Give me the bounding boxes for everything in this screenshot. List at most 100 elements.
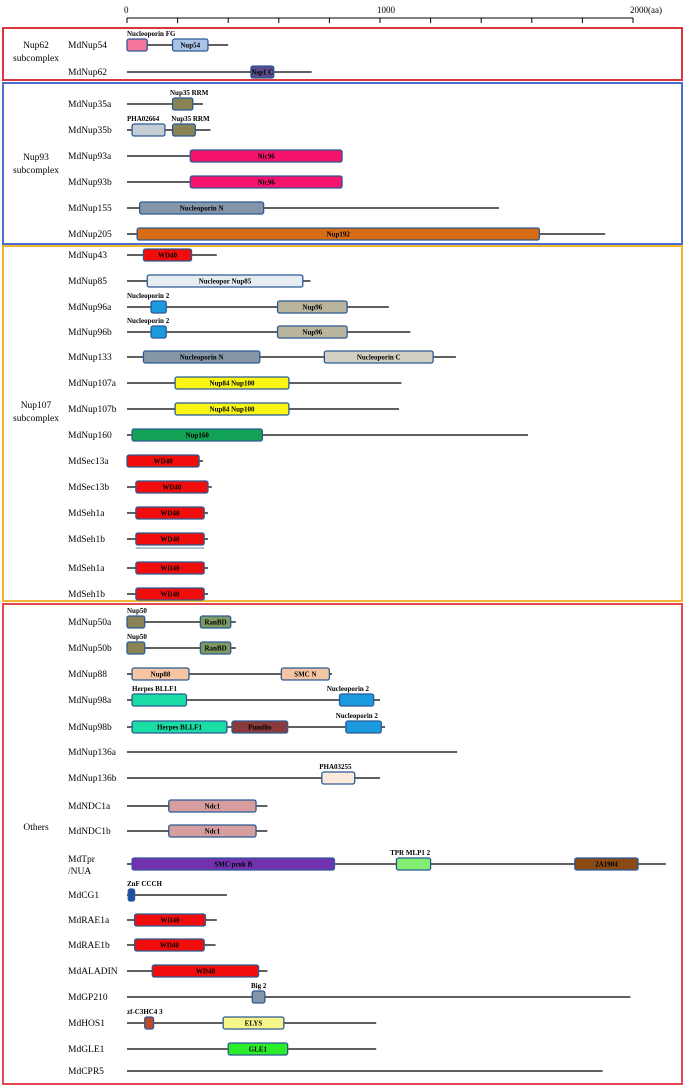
domain-annotation: zf-C3HC4 3 [127, 1008, 163, 1016]
domain-box [276, 325, 348, 339]
protein-row: MdNDC1a Ndc1 [68, 799, 268, 813]
domain-box [280, 667, 331, 681]
domain-box [222, 1016, 285, 1030]
protein-name: MdNup35a [68, 100, 112, 110]
domain-label: Nucleoporin N [180, 205, 224, 213]
domain-label: GLE1 [249, 1046, 268, 1054]
domain-label: Nup160 [186, 432, 210, 440]
protein-name: MdNup35b [68, 126, 112, 136]
domain-label: Herpes BLLF1 [157, 724, 202, 732]
domain-box [174, 402, 290, 416]
protein-name: MdNup96a [68, 303, 112, 313]
domain-label: Nup96 [302, 304, 322, 312]
domain-box [189, 149, 343, 163]
domain-box [171, 38, 209, 52]
domain-label: ELYS [245, 1020, 263, 1028]
domain-box [142, 248, 193, 262]
domain-label: Nucleoporin N [180, 354, 224, 362]
protein-name: MdNup107b [68, 405, 117, 415]
domain-box [142, 350, 261, 364]
domain-annotation: Nup50 [127, 607, 147, 615]
domain-box [135, 480, 209, 494]
domain-annotation: Nucleoporin FG [127, 30, 176, 38]
domain-label: Pumilio [248, 724, 272, 732]
protein-row: MdNup93a Nic96 [68, 149, 343, 163]
domain-box [126, 38, 148, 52]
domain-annotation: Big 2 [251, 982, 267, 990]
domain-box [338, 693, 375, 707]
protein-row: MdGP210 Big 2 [68, 982, 631, 1004]
domain-box [135, 587, 205, 601]
domain-label: Nup88 [151, 671, 171, 679]
protein-row: MdSeh1b WD40 [68, 532, 208, 546]
domain-annotation: Nup35 RRM [170, 89, 209, 97]
protein-name: MdNup43 [68, 251, 107, 261]
domain-box [135, 532, 205, 546]
domain-box [150, 325, 167, 339]
domain-annotation: Nucleoporin 2 [127, 317, 170, 325]
group-label: Nup93 [23, 153, 49, 163]
protein-name: MdGP210 [68, 993, 108, 1003]
domain-box [135, 506, 205, 520]
domain-label: Nup54 [180, 42, 200, 50]
group-box [2, 27, 683, 81]
domain-box [168, 799, 257, 813]
domain-box [126, 641, 146, 655]
domain-label: WD40 [160, 510, 180, 518]
protein-name: MdNup93a [68, 152, 112, 162]
protein-row: MdNup136a [68, 748, 458, 758]
domain-box [131, 857, 336, 871]
protein-name: MdNup133 [68, 353, 112, 363]
protein-name: MdNup160 [68, 431, 112, 441]
domain-annotation: Nucleoporin 2 [327, 685, 370, 693]
domain-box [126, 454, 200, 468]
protein-name: MdRAE1a [68, 916, 110, 926]
domain-annotation: Nup50 [127, 633, 147, 641]
domain-label: WD40 [160, 917, 180, 925]
domain-box [168, 824, 257, 838]
scale-tick-label: 0 [124, 5, 129, 15]
protein-name: MdGLE1 [68, 1045, 105, 1055]
protein-name: MdNDC1a [68, 802, 111, 812]
protein-name: MdCG1 [68, 891, 99, 901]
domain-box [138, 201, 265, 215]
domain-label: Nic96 [258, 153, 276, 161]
protein-name: MdSeh1b [68, 535, 105, 545]
domain-box [345, 720, 382, 734]
domain-box [574, 857, 639, 871]
domain-label: WD40 [160, 536, 180, 544]
domain-box [131, 693, 188, 707]
protein-name: MdNup88 [68, 670, 107, 680]
domain-label: WD40 [160, 565, 180, 573]
protein-name: MdNup96b [68, 328, 112, 338]
domain-annotation: Nucleoporin 2 [336, 712, 379, 720]
domain-box [133, 938, 205, 952]
protein-row: MdNup160 Nup160 [68, 428, 529, 442]
protein-name: MdNup50a [68, 618, 112, 628]
domain-label: 2A1904 [595, 861, 618, 869]
domain-box [171, 97, 194, 111]
domain-box [321, 771, 356, 785]
domain-box [251, 990, 266, 1004]
domain-box [199, 615, 232, 629]
domain-label: WD40 [160, 591, 180, 599]
domain-annotation: PHA03255 [319, 763, 352, 771]
domain-label: Ndc1 [205, 803, 221, 811]
